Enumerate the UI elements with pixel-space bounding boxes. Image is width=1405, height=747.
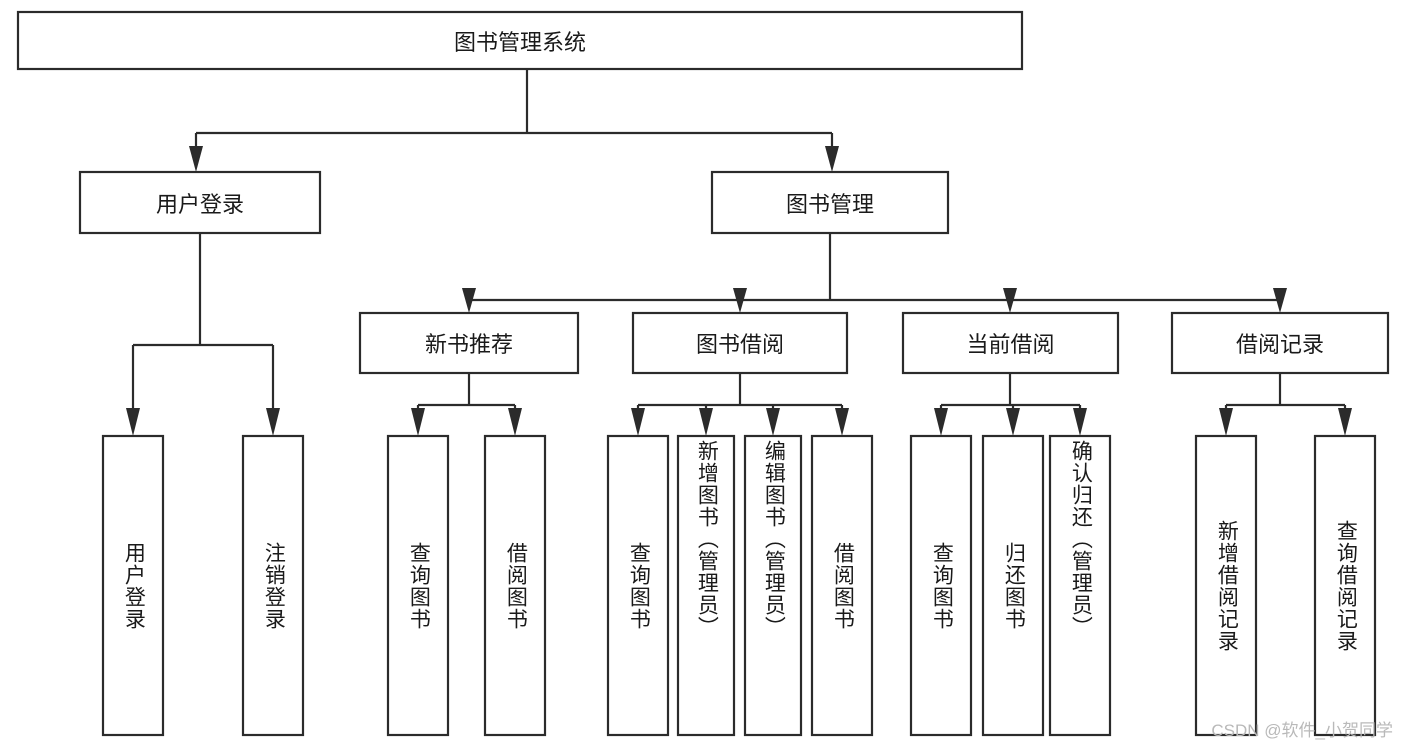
arrow-head-leaf-edit-book	[766, 408, 780, 436]
arrow-head-leaf-confirm-return	[1073, 408, 1087, 436]
arrow-head-leaf-add-book	[699, 408, 713, 436]
node-box-leaf-borrow-book-1[interactable]	[483, 434, 547, 737]
arrow-head-book-management	[825, 146, 839, 172]
node-box-borrow-record[interactable]	[1170, 311, 1390, 375]
arrow-head-current-borrow	[1003, 288, 1017, 313]
arrow-head-book-borrow	[733, 288, 747, 313]
arrow-head-new-book-recommend	[462, 288, 476, 313]
node-box-leaf-add-book[interactable]	[676, 434, 736, 737]
node-box-leaf-confirm-return[interactable]	[1048, 434, 1112, 737]
node-box-book-management[interactable]	[710, 170, 950, 235]
node-box-leaf-return-book[interactable]	[981, 434, 1045, 737]
connector-new-book-recommend-to-leaves	[411, 373, 522, 436]
node-box-leaf-query-record[interactable]	[1313, 434, 1377, 737]
connector-user-login-to-leaves	[126, 233, 280, 436]
node-box-leaf-user-login[interactable]	[101, 434, 165, 737]
connector-book-borrow-to-leaves	[631, 373, 849, 436]
node-box-leaf-add-record[interactable]	[1194, 434, 1258, 737]
connector-borrow-record-to-leaves	[1219, 373, 1352, 436]
arrow-head-leaf-return-book	[1006, 408, 1020, 436]
arrow-head-leaf-query-book-3	[934, 408, 948, 436]
arrow-head-leaf-query-book-1	[411, 408, 425, 436]
arrow-head-leaf-query-book-2	[631, 408, 645, 436]
node-box-leaf-user-logout[interactable]	[241, 434, 305, 737]
arrow-head-leaf-user-logout	[266, 408, 280, 436]
node-box-current-borrow[interactable]	[901, 311, 1120, 375]
node-box-book-borrow[interactable]	[631, 311, 849, 375]
node-box-leaf-query-book-3[interactable]	[909, 434, 973, 737]
watermark-text: CSDN @软件_小贺同学	[1211, 721, 1393, 740]
node-box-leaf-edit-book[interactable]	[743, 434, 803, 737]
node-box-leaf-query-book-2[interactable]	[606, 434, 670, 737]
connector-book-management-to-level3	[462, 233, 1287, 313]
arrow-head-leaf-borrow-book-2	[835, 408, 849, 436]
arrow-head-user-login	[189, 146, 203, 172]
connector-root-to-level2	[189, 69, 839, 172]
connector-current-borrow-to-leaves	[934, 373, 1087, 436]
node-box-leaf-query-book-1[interactable]	[386, 434, 450, 737]
arrow-head-leaf-user-login	[126, 408, 140, 436]
arrow-head-borrow-record	[1273, 288, 1287, 313]
arrow-head-leaf-add-record	[1219, 408, 1233, 436]
node-box-leaf-borrow-book-2[interactable]	[810, 434, 874, 737]
arrow-head-leaf-borrow-book-1	[508, 408, 522, 436]
node-box-user-login[interactable]	[78, 170, 322, 235]
arrow-head-leaf-query-record	[1338, 408, 1352, 436]
node-box-root[interactable]	[16, 10, 1024, 71]
node-box-new-book-recommend[interactable]	[358, 311, 580, 375]
